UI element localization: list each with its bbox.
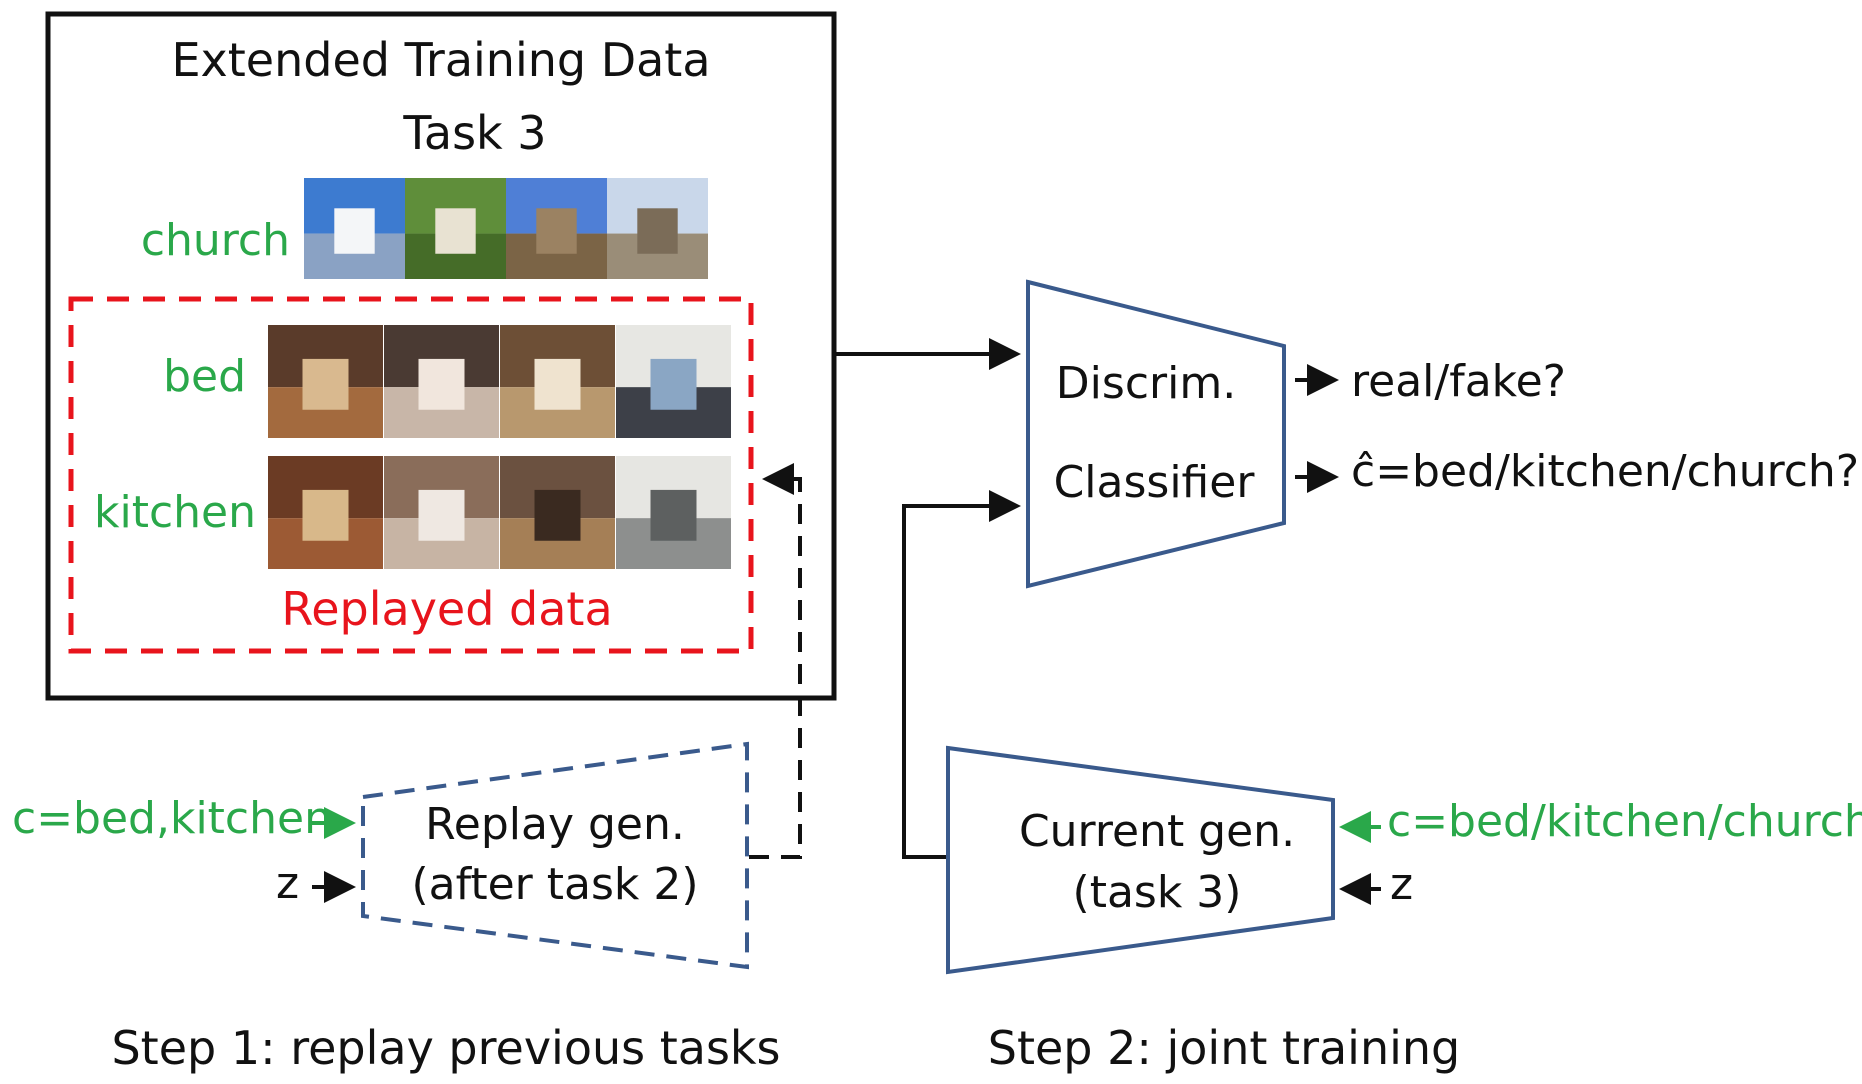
replay-generator-sublabel: (after task 2) (411, 859, 698, 910)
row-label-bed: bed (163, 351, 246, 402)
replay-generator-block: Replay gen. (after task 2) (361, 741, 749, 970)
thumbnail-image (616, 456, 731, 569)
replay-input-z: z (276, 858, 299, 909)
thumbnail-strip-kitchen (268, 456, 731, 569)
arrow-current-gen-to-discriminator (902, 490, 1021, 859)
thumbnail-image (268, 325, 383, 438)
thumbnail-strip-bed (268, 325, 731, 438)
thumbnail-image (506, 178, 607, 279)
replay-generator-label: Replay gen. (425, 799, 685, 850)
replayed-data-label: Replayed data (281, 582, 612, 636)
current-input-z: z (1390, 859, 1413, 910)
current-generator-sublabel: (task 3) (1073, 867, 1242, 918)
current-input-c: c=bed/kitchen/church (1387, 796, 1862, 847)
current-generator-label: Current gen. (1019, 806, 1295, 857)
thumbnail-image (500, 325, 615, 438)
row-label-church: church (141, 215, 290, 266)
replay-generator-shape (361, 741, 749, 970)
replayed-data-region (68, 296, 754, 654)
classifier-label: Classifier (1054, 457, 1256, 508)
thumbnail-image (405, 178, 506, 279)
discriminator-label: Discrim. (1056, 358, 1236, 409)
current-generator-block: Current gen. (task 3) (946, 745, 1335, 975)
thumbnail-image (304, 178, 405, 279)
thumbnail-image (616, 325, 731, 438)
step2-caption: Step 2: joint training (988, 1021, 1460, 1075)
training-data-title: Extended Training Data (171, 33, 710, 87)
replay-input-c: c=bed,kitchen (12, 793, 332, 844)
step1-caption: Step 1: replay previous tasks (111, 1021, 780, 1075)
training-data-box: Extended Training Data Task 3 church bed… (45, 11, 837, 701)
discriminator-shape (1026, 279, 1286, 589)
thumbnail-image (384, 456, 499, 569)
arrow-replay-gen-to-replayed-data (749, 463, 802, 859)
thumbnail-image (384, 325, 499, 438)
thumbnail-image (268, 456, 383, 569)
training-data-task: Task 3 (402, 106, 546, 160)
thumbnail-image (500, 456, 615, 569)
row-label-kitchen: kitchen (94, 487, 256, 538)
current-generator-shape (946, 745, 1335, 975)
output-real-fake: real/fake? (1351, 356, 1566, 407)
output-class-prediction: ĉ=bed/kitchen/church? (1351, 446, 1859, 497)
thumbnail-image (607, 178, 708, 279)
discriminator-block: Discrim. Classifier (1026, 279, 1286, 589)
training-data-frame (45, 11, 837, 701)
thumbnail-strip-church (304, 178, 708, 279)
